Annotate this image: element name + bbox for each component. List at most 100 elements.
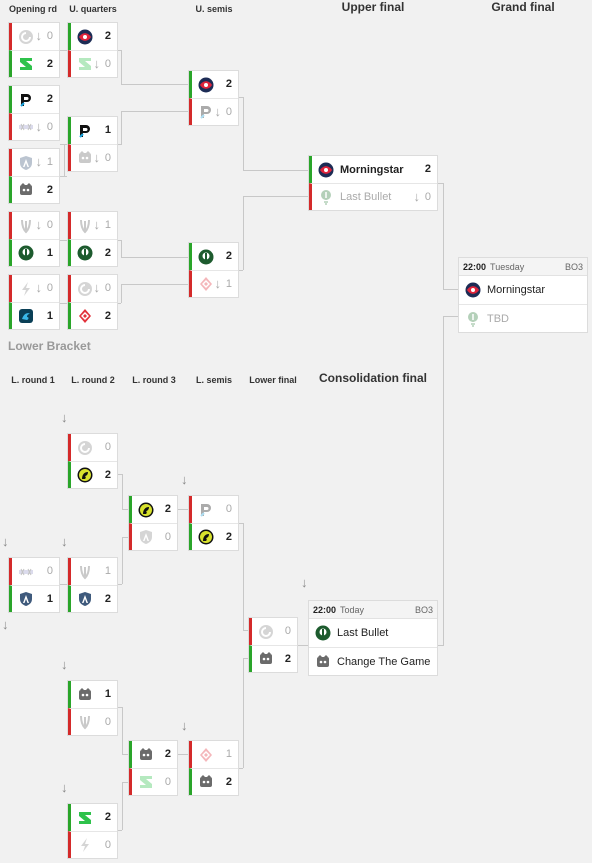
team-score: 1 — [225, 278, 232, 290]
match-opening-1[interactable]: ↓0 2 — [8, 22, 60, 78]
team-score: 1 — [104, 219, 111, 231]
down-arrow-icon: ↓ — [214, 276, 222, 291]
team-name: Last Bullet — [340, 191, 392, 203]
morningstar-logo-icon — [318, 162, 334, 178]
match-lower-round1-1[interactable]: 0 1 — [8, 557, 60, 613]
match-day: Tuesday — [490, 261, 525, 272]
down-arrow-icon: ↓ — [93, 150, 101, 165]
shield-team-logo-icon — [18, 591, 34, 607]
team-name: Morningstar — [487, 284, 546, 296]
team-score: 1 — [46, 593, 53, 605]
down-arrow-icon: ↓ — [93, 56, 101, 71]
match-lower-round3-1[interactable]: 2 0 — [128, 495, 178, 551]
match-upper-semi-1[interactable]: 2 ↓0 — [188, 70, 239, 126]
match-lower-semi-2[interactable]: 1 2 — [188, 740, 239, 796]
claw-team-logo-icon — [77, 218, 93, 234]
drop-arrow-icon: ↓ — [181, 472, 188, 487]
drop-arrow-icon: ↓ — [61, 780, 68, 795]
drop-arrow-icon: ↓ — [301, 575, 308, 590]
match-lower-round2-2[interactable]: 1 2 — [67, 557, 118, 613]
team-name: Change The Game — [337, 655, 431, 668]
team-score: 2 — [104, 30, 111, 42]
team-score: 2 — [104, 469, 111, 481]
team-score: 2 — [46, 93, 53, 105]
match-upper-semi-2[interactable]: 2 ↓1 — [188, 242, 239, 298]
match-day: Today — [340, 604, 365, 615]
match-upper-quarter-2[interactable]: 1 ↓0 — [67, 116, 118, 172]
team-score: 0 — [46, 219, 53, 231]
match-opening-2[interactable]: 2 ↓0 — [8, 85, 60, 141]
match-opening-3[interactable]: ↓1 2 — [8, 148, 60, 204]
match-lower-final[interactable]: 0 2 — [248, 617, 298, 673]
match-lower-semi-1[interactable]: 0 2 — [188, 495, 239, 551]
drop-arrow-icon: ↓ — [2, 534, 9, 549]
match-lower-round3-2[interactable]: 2 0 — [128, 740, 178, 796]
morningstar-logo-icon — [198, 77, 214, 93]
header-consolidation-final: Consolidation final — [319, 371, 427, 385]
wolf-team-logo-icon — [77, 150, 93, 166]
team-score: 0 — [284, 625, 291, 637]
match-upper-quarter-4[interactable]: ↓0 2 — [67, 274, 118, 330]
header-lower-round-3: L. round 3 — [132, 375, 176, 385]
down-arrow-icon: ↓ — [35, 280, 43, 295]
team-score: 2 — [104, 811, 111, 823]
wolf-team-logo-icon — [77, 687, 93, 703]
team-score: 2 — [225, 531, 232, 543]
match-opening-5[interactable]: ↓0 1 — [8, 274, 60, 330]
match-lower-round2-4[interactable]: 2 0 — [67, 803, 118, 859]
green-team-logo-icon — [77, 56, 93, 72]
drop-arrow-icon: ↓ — [61, 410, 68, 425]
last-bullet-logo-icon — [315, 625, 331, 641]
team-score: 2 — [225, 776, 232, 788]
wolf-team-logo-icon — [138, 747, 154, 763]
team-score: 0 — [164, 776, 171, 788]
spiral-team-logo-icon — [77, 440, 93, 456]
shield-team-logo-icon — [18, 155, 34, 171]
p-team-logo-icon — [18, 92, 34, 108]
match-upper-quarter-1[interactable]: 2 ↓0 — [67, 22, 118, 78]
p-team-logo-icon — [198, 502, 214, 518]
match-time: 22:00 — [463, 261, 487, 272]
drop-arrow-icon: ↓ — [2, 617, 9, 632]
last-bullet-logo-icon — [198, 249, 214, 265]
tbd-logo-icon — [465, 311, 481, 327]
chevron-team-logo-icon — [77, 308, 93, 324]
drop-arrow-icon: ↓ — [61, 657, 68, 672]
shield-team-logo-icon — [138, 529, 154, 545]
team-score: 0 — [424, 191, 431, 203]
wolf-team-logo-icon — [18, 182, 34, 198]
last-bullet-logo-icon — [318, 189, 334, 205]
claw-team-logo-icon — [18, 218, 34, 234]
team-score: 0 — [164, 531, 171, 543]
horse-team-logo-icon — [198, 529, 214, 545]
green-team-logo-icon — [18, 56, 34, 72]
team-score: 0 — [46, 30, 53, 42]
match-lower-round2-1[interactable]: 0 2 — [67, 433, 118, 489]
team-score: 2 — [424, 163, 431, 175]
header-lower-final: Lower final — [249, 375, 297, 385]
match-lower-round2-3[interactable]: 1 0 — [67, 680, 118, 736]
horse-team-logo-icon — [138, 502, 154, 518]
team-score: 2 — [225, 78, 232, 90]
wolf-team-logo-icon — [258, 651, 274, 667]
header-lower-semis: L. semis — [195, 375, 233, 385]
down-arrow-icon: ↓ — [413, 189, 421, 204]
down-arrow-icon: ↓ — [93, 217, 101, 232]
xx-team-logo-icon — [18, 564, 34, 580]
team-score: 0 — [225, 106, 232, 118]
match-opening-4[interactable]: ↓0 1 — [8, 211, 60, 267]
team-score: 0 — [104, 282, 111, 294]
match-upper-quarter-3[interactable]: ↓1 2 — [67, 211, 118, 267]
match-time: 22:00 — [313, 604, 337, 615]
wolf-team-logo-icon — [315, 654, 331, 670]
team-score: 0 — [104, 152, 111, 164]
last-bullet-logo-icon — [18, 245, 34, 261]
header-grand-final: Grand final — [491, 0, 555, 14]
team-score: 0 — [46, 121, 53, 133]
wolf-team-logo-icon — [198, 774, 214, 790]
best-of-badge: BO3 — [564, 261, 583, 272]
team-score: 0 — [46, 282, 53, 294]
